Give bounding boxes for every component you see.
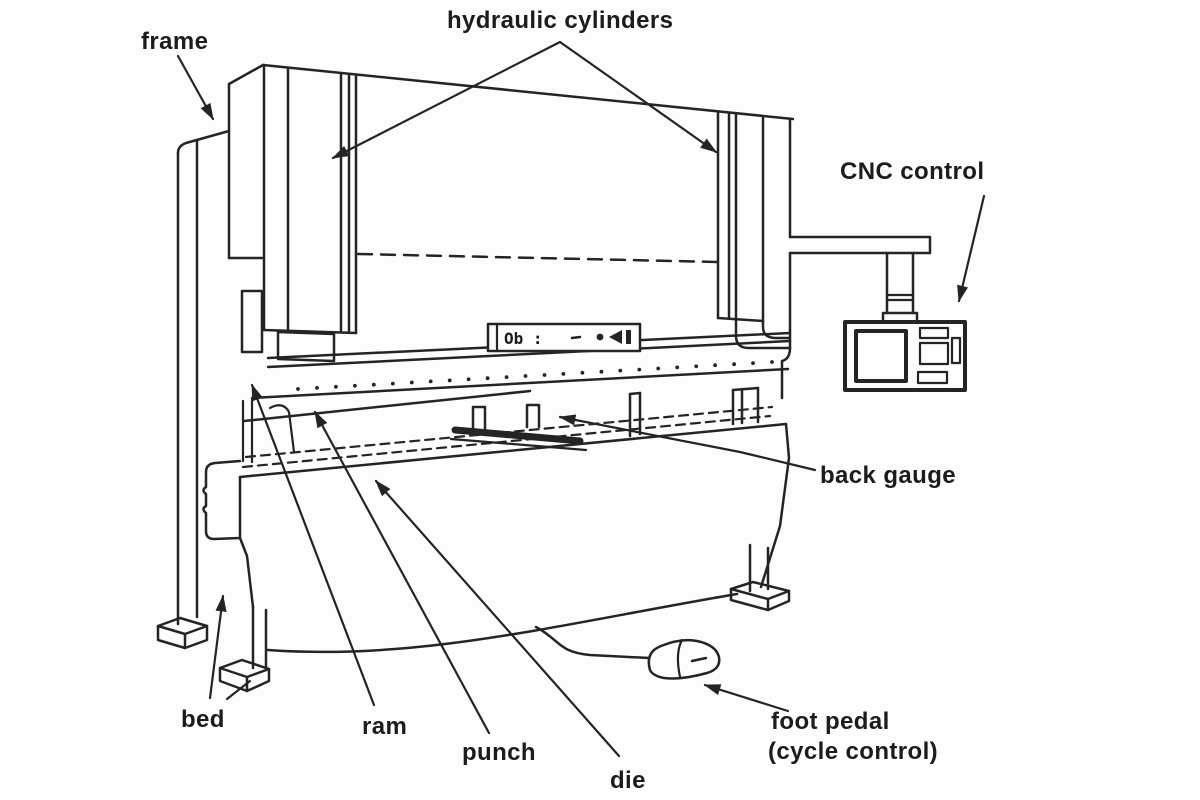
punch-leader [313,410,491,735]
bolt-hole-dot [713,363,717,368]
ram-beam-shape [241,331,792,464]
bolt-hole-dot [428,379,433,384]
bolt-hole-dot [315,386,319,390]
bolt-hole-dot [390,381,395,386]
label-back-gauge: back gauge [820,462,956,489]
bolt-hole-dot [599,369,604,374]
bolt-hole-dot [561,372,566,376]
bolt-hole-dot [466,377,471,382]
label-frame: frame [141,28,208,55]
side-posts [628,386,760,438]
panel-bar-icon [626,330,631,344]
bed-leader-2 [225,679,252,701]
cnc-key-top [918,326,950,340]
cnc-control-box [843,320,967,392]
label-punch: punch [462,739,536,766]
hydraulic-cylinders-leader-right [558,40,718,154]
right-hydraulic-cylinder-shape [716,110,791,350]
panel-dash-icon [570,335,582,340]
bolt-hole-dot [504,375,509,379]
bolt-hole-dot [637,367,642,372]
label-cnc-control: CNC control [840,158,984,185]
panel-dot-icon [596,333,604,341]
bed-leader-1 [208,594,227,700]
back-gauge-shape [449,403,588,452]
bolt-hole-row [296,360,774,391]
cnc-slot [950,336,962,365]
bolt-hole-dot [542,373,547,377]
ram-leader [250,383,376,707]
pedal-cable [534,625,651,660]
cnc-screen [854,329,908,383]
bed-shape [202,405,791,693]
bolt-hole-dot [751,361,755,365]
machine-right-edge [780,117,792,400]
bolt-hole-dot [675,365,680,370]
cnc-arm-shape [788,235,932,324]
bolt-hole-dot [770,360,774,364]
top-beam-edge [261,63,795,264]
die-leader [374,479,621,758]
bolt-hole-dot [523,374,528,378]
cnc-control-leader [957,194,986,303]
bolt-hole-dot [580,370,585,375]
frame-shape [156,129,231,650]
back-gauge-leader [558,414,817,472]
panel-arrow-left-icon [609,330,622,344]
bolt-hole-dot [732,362,736,367]
label-foot-pedal-line2: (cycle control) [768,738,938,765]
bolt-hole-dot [656,366,661,371]
left-hydraulic-cylinder-shape [227,63,358,363]
bolt-hole-dot [694,364,699,369]
bolt-hole-dot [447,378,452,383]
bolt-hole-dot [353,383,357,388]
bolt-hole-dot [334,384,338,389]
readout-text: Ob : [504,329,543,348]
readout-panel: Ob : [486,322,642,353]
bolt-hole-dot [618,368,623,373]
foot-pedal-shape [534,625,721,680]
label-hydraulic-cylinders: hydraulic cylinders [447,7,673,34]
label-die: die [610,767,646,794]
foot-pedal-leader [703,683,790,713]
hydraulic-cylinders-leader-left [331,40,562,160]
cnc-key-bottom [916,370,949,385]
bolt-hole-dot [409,380,414,385]
frame-leader [176,54,215,121]
label-ram: ram [362,713,407,740]
label-foot-pedal-line1: foot pedal [771,708,890,735]
leader-lines [176,40,986,758]
cnc-keypad [918,341,950,366]
bolt-hole-dot [371,382,376,387]
label-bed: bed [181,706,225,733]
bolt-hole-dot [296,387,300,391]
bolt-hole-dot [485,376,490,381]
